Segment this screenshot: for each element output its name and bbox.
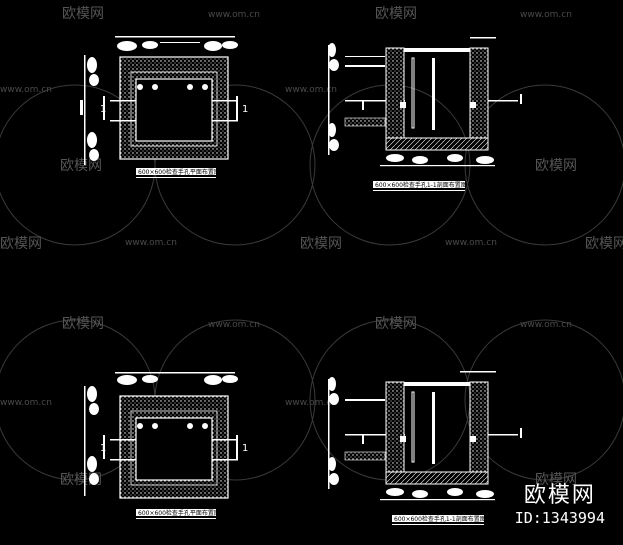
dimension-annotations-left [328, 43, 339, 155]
dimension-annotations-left [84, 386, 99, 496]
plan-drawing-bottom: 1 1 600×600检查手孔平面布置图 [84, 372, 248, 519]
dimension-annotations-left [328, 377, 339, 489]
inner-lining [130, 71, 218, 147]
left-wall [385, 47, 405, 149]
dimension-annotations-top [115, 372, 238, 385]
watermark-site: www.om.cn [520, 320, 572, 330]
section-drawing-bottom: 600×600检查手孔1-1剖面布置图 [328, 371, 522, 525]
section-label: 1 [242, 443, 248, 454]
plan-drawing-top: 1 1 600×600检查手孔平面布置图 [80, 36, 248, 178]
base-slab [385, 137, 489, 151]
watermark-arcs [0, 84, 623, 481]
inner-chamber [135, 78, 213, 142]
section-label: 1 [100, 443, 106, 454]
dimension-annotations-left [80, 55, 99, 165]
model-id: ID:1343994 [514, 509, 605, 527]
watermark-site: www.om.cn [285, 398, 337, 408]
watermark-site: www.om.cn [0, 85, 52, 95]
watermark-brand: 欧模网 [375, 316, 417, 332]
watermark-brand: 欧模网 [535, 472, 577, 488]
pipe-markers [362, 428, 522, 444]
drawing-title: 600×600检查手孔平面布置图 [138, 509, 220, 517]
watermark-site: www.om.cn [445, 238, 497, 248]
watermark-brand: 欧模网 [585, 236, 623, 252]
brand-watermark: 欧模网 ID:1343994 [515, 477, 605, 527]
watermark-brand: 欧模网 [62, 316, 104, 332]
inner-chamber [135, 417, 213, 481]
cover-frame [404, 48, 470, 52]
watermark-brand: 欧模网 [0, 236, 42, 252]
pipe-markers [110, 84, 238, 122]
drawing-title: 600×600检查手孔平面布置图 [138, 168, 220, 176]
drawing-title: 600×600检查手孔1-1剖面布置图 [394, 515, 486, 523]
watermark-site: www.om.cn [0, 398, 52, 408]
section-marker-left: 1 1 [100, 435, 248, 459]
section-label: 1 [100, 104, 106, 115]
section-marker-left: 1 1 [100, 96, 248, 120]
watermark-site: www.om.cn [125, 238, 177, 248]
left-wall [385, 381, 405, 483]
drawing-title: 600×600检查手孔1-1剖面布置图 [375, 181, 467, 189]
brand-name: 欧模网 [523, 483, 596, 508]
watermark-brand: 欧模网 [300, 236, 342, 252]
pipe-markers [362, 94, 522, 110]
cover-frame [404, 382, 470, 386]
section-label: 1 [242, 104, 248, 115]
section-drawing-top: 600×600检查手孔1-1剖面布置图 [328, 37, 522, 191]
watermark-layer: 欧模网 www.om.cn 欧模网 www.om.cn www.om.cn ww… [0, 6, 623, 488]
watermark-brand: 欧模网 [62, 6, 104, 22]
dimension-annotations-bottom [380, 154, 495, 167]
dimension-annotations-top [115, 36, 238, 51]
watermark-brand: 欧模网 [60, 158, 102, 174]
right-wall [469, 47, 489, 149]
watermark-site: www.om.cn [208, 10, 260, 20]
watermark-site: www.om.cn [208, 320, 260, 330]
base-slab [385, 471, 489, 485]
watermark-brand: 欧模网 [375, 6, 417, 22]
dimension-annotations-bottom [380, 488, 495, 501]
right-wall [469, 381, 489, 483]
inner-lining [130, 410, 218, 486]
watermark-site: www.om.cn [520, 10, 572, 20]
pipe-markers [110, 423, 238, 461]
watermark-site: www.om.cn [285, 85, 337, 95]
watermark-brand: 欧模网 [535, 158, 577, 174]
